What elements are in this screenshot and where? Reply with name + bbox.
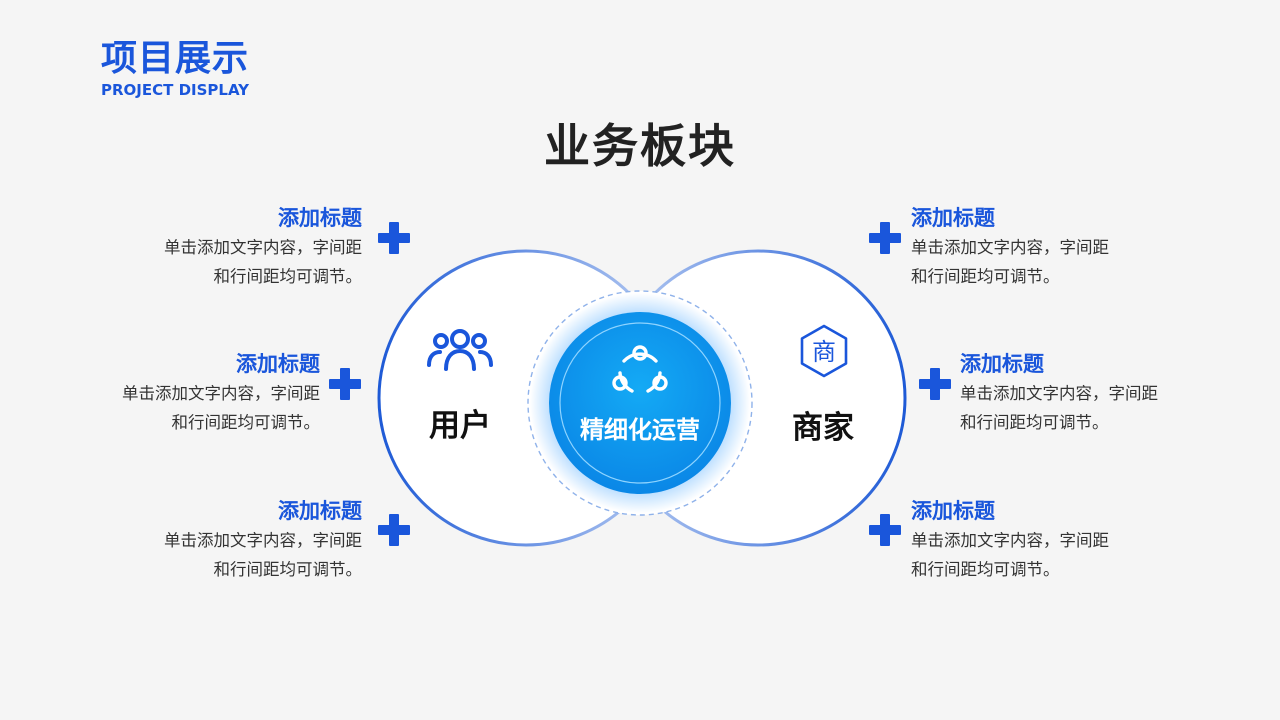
item-title: 添加标题: [911, 206, 995, 230]
shop-icon: 商: [800, 324, 848, 378]
merchant-label: 商家: [792, 410, 854, 446]
item-text-line: 单击添加文字内容，字间距: [164, 531, 362, 550]
users-icon: [427, 329, 493, 371]
page-subtitle: PROJECT DISPLAY: [101, 81, 250, 99]
list-item: 添加标题 单击添加文字内容，字间距 和行间距均可调节。: [960, 350, 1260, 437]
shop-icon-glyph: 商: [812, 338, 836, 366]
item-title: 添加标题: [236, 352, 320, 376]
list-item: 添加标题 单击添加文字内容，字间距 和行间距均可调节。: [911, 204, 1211, 291]
item-text-line: 单击添加文字内容，字间距: [911, 238, 1109, 257]
item-text-line: 和行间距均可调节。: [911, 560, 1060, 579]
list-item: 添加标题 单击添加文字内容，字间距 和行间距均可调节。: [62, 497, 362, 584]
plus-icon: [329, 368, 361, 400]
share-icon: [612, 345, 668, 393]
plus-icon: [919, 368, 951, 400]
center-circle: [549, 312, 731, 494]
item-text-line: 单击添加文字内容，字间距: [164, 238, 362, 257]
item-text-line: 和行间距均可调节。: [213, 560, 363, 579]
item-text-line: 单击添加文字内容，字间距: [122, 384, 320, 403]
section-title: 业务板块: [544, 119, 736, 173]
user-label: 用户: [429, 408, 491, 444]
page-title: 项目展示: [101, 38, 250, 79]
item-title: 添加标题: [960, 352, 1044, 376]
item-text-line: 和行间距均可调节。: [960, 413, 1109, 432]
plus-icon: [869, 514, 901, 546]
center-label: 精细化运营: [580, 416, 700, 444]
plus-icon: [378, 514, 410, 546]
item-text-line: 单击添加文字内容，字间距: [960, 384, 1158, 403]
plus-icon: [378, 222, 410, 254]
item-text-line: 和行间距均可调节。: [911, 267, 1060, 286]
item-title: 添加标题: [911, 499, 995, 523]
list-item: 添加标题 单击添加文字内容，字间距 和行间距均可调节。: [62, 204, 362, 291]
plus-icon: [869, 222, 901, 254]
header: 项目展示 PROJECT DISPLAY: [101, 38, 249, 99]
center-inner-ring: [559, 322, 721, 484]
list-item: 添加标题 单击添加文字内容，字间距 和行间距均可调节。: [20, 350, 320, 437]
item-text-line: 和行间距均可调节。: [213, 267, 363, 286]
item-text-line: 单击添加文字内容，字间距: [911, 531, 1109, 550]
list-item: 添加标题 单击添加文字内容，字间距 和行间距均可调节。: [911, 497, 1211, 584]
item-title: 添加标题: [278, 499, 362, 523]
item-title: 添加标题: [278, 206, 362, 230]
item-text-line: 和行间距均可调节。: [171, 413, 321, 432]
